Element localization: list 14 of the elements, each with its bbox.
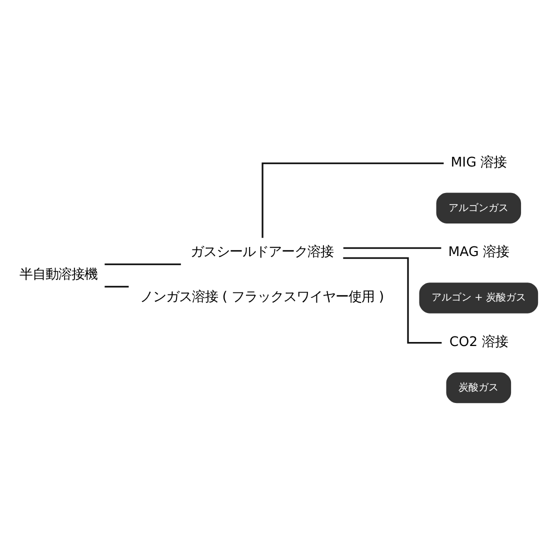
node-text: MAG 溶接: [448, 244, 510, 260]
connector: [262, 162, 444, 238]
node-text: ノンガス溶接 ( フラックスワイヤー使用 ): [140, 290, 384, 305]
connector: [343, 256, 442, 344]
connector: [104, 262, 181, 265]
node-box: アルゴンガス: [436, 192, 522, 224]
node-text: MIG 溶接: [450, 154, 507, 170]
node-text: CO2 溶接: [449, 334, 508, 350]
connector: [104, 285, 129, 288]
node-box: 炭酸ガス: [446, 372, 512, 403]
node-box: アルゴン + 炭酸ガス: [419, 282, 538, 313]
node-text: 半自動溶接機: [19, 267, 98, 282]
node-text: ガスシールドアーク溶接: [190, 244, 334, 260]
connector: [343, 246, 442, 248]
